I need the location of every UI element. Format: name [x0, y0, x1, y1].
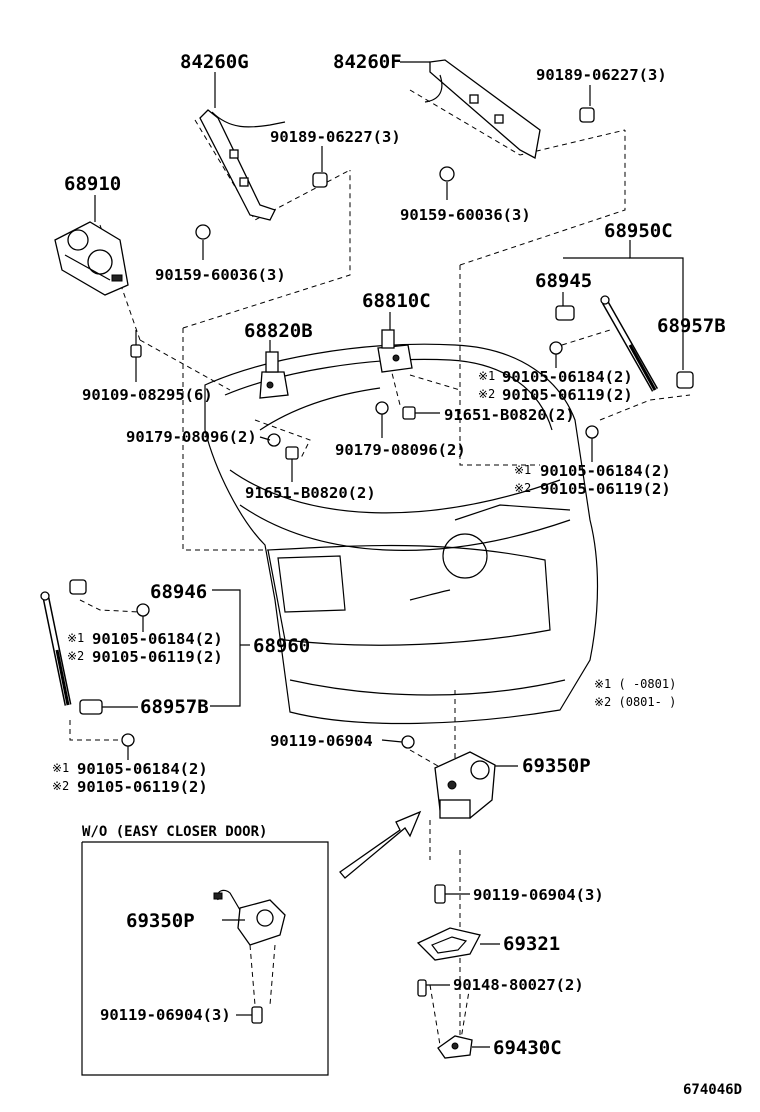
leader-lines	[94, 61, 684, 1048]
label-screw-80027: 90148-80027(2)	[453, 976, 584, 994]
bracket-68957B-bot-part	[79, 699, 103, 715]
label-bolt-06119-c: 90105-06119(2)	[92, 648, 223, 666]
harness-84260F-part	[424, 59, 541, 159]
inset-box	[81, 841, 329, 1076]
label-68810C: 68810C	[362, 290, 431, 312]
label-bolt-06119-a: 90105-06119(2)	[502, 386, 633, 404]
label-68957B-top: 68957B	[657, 315, 726, 337]
bolt-06184-c-part	[136, 603, 150, 617]
mark1-b: ※1	[514, 463, 531, 477]
bolt-06184-d-part	[121, 733, 135, 747]
label-84260G: 84260G	[180, 51, 249, 73]
label-bolt-06119-b: 90105-06119(2)	[540, 480, 671, 498]
label-68820B: 68820B	[244, 320, 313, 342]
label-bolt-08096-b: 90179-08096(2)	[335, 441, 466, 459]
lock-69350P-main-part	[434, 751, 496, 819]
bracket-68946-part	[69, 579, 87, 595]
stay-68950C-part	[600, 295, 659, 392]
label-68960: 68960	[253, 635, 310, 657]
mark2-b: ※2	[514, 481, 531, 495]
mark2-a: ※2	[478, 387, 495, 401]
label-bolt-B0820-b: 91651-B0820(2)	[444, 406, 575, 424]
label-bolt-B0820-a: 91651-B0820(2)	[245, 484, 376, 502]
mark1-d: ※1	[52, 761, 69, 775]
label-bolt-08295: 90109-08295(6)	[82, 386, 213, 404]
label-68957B-bot: 68957B	[140, 696, 209, 718]
bolt-60036-a-part	[195, 224, 211, 240]
label-screw-06227-a: 90189-06227(3)	[270, 128, 401, 146]
bolt-06904-3-inset-part	[251, 1006, 263, 1024]
label-bolt-06904-3-inset: 90119-06904(3)	[100, 1006, 231, 1024]
label-68946: 68946	[150, 581, 207, 603]
label-bolt-06184-b: 90105-06184(2)	[540, 462, 671, 480]
harness-84260G-part	[199, 109, 286, 221]
bolt-06904-3-main-part	[434, 884, 446, 904]
clip-06227-a-part	[312, 172, 328, 188]
lock-68910-part	[54, 221, 129, 296]
bolt-06184-a-part	[549, 341, 563, 355]
label-bolt-06904-single: 90119-06904	[270, 732, 373, 750]
screw-80027-part	[417, 979, 427, 997]
hinge-68820B-part	[259, 351, 289, 399]
inset-title: W/O (EASY CLOSER DOOR)	[82, 824, 267, 840]
cover-69321-part	[416, 927, 481, 961]
label-69350P-main: 69350P	[522, 755, 591, 777]
bolt-06184-b-part	[585, 425, 599, 439]
label-bolt-06184-c: 90105-06184(2)	[92, 630, 223, 648]
bolt-08096-b-part	[375, 401, 389, 415]
bracket-68945-part	[555, 305, 575, 321]
label-screw-06227-b: 90189-06227(3)	[536, 66, 667, 84]
hinge-68810C-part	[377, 329, 413, 373]
label-68910: 68910	[64, 173, 121, 195]
mark1-c: ※1	[67, 631, 84, 645]
bolt-08295-part	[130, 330, 142, 358]
label-bolt-06184-a: 90105-06184(2)	[502, 368, 633, 386]
label-bolt-60036-a: 90159-60036(3)	[155, 266, 286, 284]
note-1: ※1 ( -0801)	[594, 677, 676, 691]
label-69430C: 69430C	[493, 1037, 562, 1059]
switch-69430C-part	[437, 1035, 473, 1059]
label-bolt-60036-b: 90159-60036(3)	[400, 206, 531, 224]
label-bolt-06119-d: 90105-06119(2)	[77, 778, 208, 796]
label-69350P-inset: 69350P	[126, 910, 195, 932]
assembly-boundaries	[69, 89, 691, 1046]
label-69321: 69321	[503, 933, 560, 955]
mark2-c: ※2	[67, 649, 84, 663]
note-2: ※2 (0801- )	[594, 695, 676, 709]
label-bolt-06184-d: 90105-06184(2)	[77, 760, 208, 778]
mark2-d: ※2	[52, 779, 69, 793]
bolt-60036-b-part	[439, 166, 455, 182]
lock-69350P-inset-part	[213, 889, 286, 946]
label-84260F: 84260F	[333, 51, 402, 73]
label-bolt-06904-3-main: 90119-06904(3)	[473, 886, 604, 904]
bracket-68957B-top-part	[676, 371, 694, 389]
diagram-code: 674046D	[683, 1082, 742, 1098]
part-labels: 84260G 84260F 90189-06227(3) 90189-06227…	[52, 51, 742, 1098]
label-bolt-08096-a: 90179-08096(2)	[126, 428, 257, 446]
bolt-B0820-a-part	[285, 446, 299, 460]
bolt-06904-single-part	[401, 735, 415, 749]
callout-arrow	[339, 810, 422, 879]
bolt-B0820-b-part	[402, 406, 416, 420]
stay-68960-part	[40, 591, 72, 706]
clip-06227-b-part	[579, 107, 595, 123]
mark1-a: ※1	[478, 369, 495, 383]
label-68945: 68945	[535, 270, 592, 292]
label-68950C: 68950C	[604, 220, 673, 242]
